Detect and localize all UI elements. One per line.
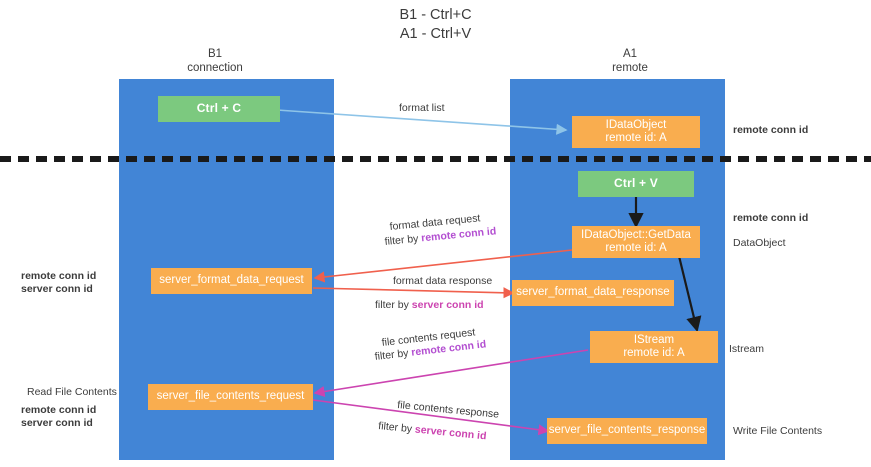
annotation-right-dataobject: DataObject	[733, 237, 786, 249]
box-ctrl-v-label: Ctrl + V	[614, 176, 658, 191]
diagram-title: B1 - Ctrl+C A1 - Ctrl+V	[0, 6, 871, 44]
box-server-file-contents-request[interactable]: server_file_contents_request	[148, 384, 313, 410]
box-server-file-contents-response-label: server_file_contents_response	[548, 424, 706, 437]
box-idataobject-getdata[interactable]: IDataObject::GetData remote id: A	[572, 226, 700, 258]
box-istream[interactable]: IStream remote id: A	[590, 331, 718, 363]
box-ctrl-c-label: Ctrl + C	[196, 101, 242, 116]
box-istream-remote-id: remote id: A	[623, 347, 685, 359]
phase-divider	[0, 156, 871, 162]
filter-prefix: filter by	[375, 299, 412, 311]
annotation-right-istream: Istream	[729, 343, 765, 355]
box-server-file-contents-request-label: server_file_contents_request	[156, 390, 305, 403]
box-idataobject[interactable]: IDataObject remote id: A	[572, 116, 700, 148]
box-idataobject-label: IDataObject	[605, 118, 667, 131]
box-ctrl-v[interactable]: Ctrl + V	[578, 171, 694, 197]
lane-header-b1-name: B1	[207, 48, 223, 60]
annotation-right-remote-conn-id-mid: remote conn id	[733, 212, 809, 224]
box-ctrl-c[interactable]: Ctrl + C	[158, 96, 280, 122]
lane-header-a1-name: A1	[622, 48, 638, 60]
edge-label-format-data-response-filter: filter by server conn id	[375, 298, 484, 312]
lane-header-b1: B1 connection	[145, 48, 285, 75]
diagram-title-line-1: B1 - Ctrl+C	[399, 7, 472, 23]
annotation-left-read-file-contents: Read File Contents	[27, 386, 117, 398]
annotation-left-server-conn-id-bottom: server conn id	[21, 417, 93, 429]
lane-header-a1: A1 remote	[560, 48, 700, 75]
filter-key-server-conn-id: server conn id	[411, 299, 484, 311]
box-server-format-data-request-label: server_format_data_request	[159, 274, 304, 287]
box-server-format-data-response-label: server_format_data_response	[516, 286, 670, 299]
annotation-left-remote-conn-id-bottom: remote conn id	[21, 404, 97, 416]
edge-label-format-list: format list	[399, 102, 445, 114]
annotation-left-server-conn-id-mid: server conn id	[21, 283, 93, 295]
lane-header-a1-role: remote	[612, 61, 648, 74]
box-idataobject-getdata-label: IDataObject::GetData	[581, 228, 691, 241]
box-server-file-contents-response[interactable]: server_file_contents_response	[547, 418, 707, 444]
diagram-title-line-2: A1 - Ctrl+V	[399, 26, 472, 42]
box-server-format-data-response[interactable]: server_format_data_response	[512, 280, 674, 306]
filter-prefix: filter by	[384, 232, 422, 248]
edge-label-format-data-response: format data response	[393, 275, 493, 287]
box-idataobject-getdata-remote-id: remote id: A	[605, 242, 667, 254]
box-server-format-data-request[interactable]: server_format_data_request	[151, 268, 312, 294]
lane-header-b1-role: connection	[187, 61, 243, 74]
annotation-right-write-file-contents: Write File Contents	[733, 425, 823, 437]
filter-prefix: filter by	[377, 419, 416, 436]
box-idataobject-remote-id: remote id: A	[605, 132, 667, 144]
annotation-left-remote-conn-id-mid: remote conn id	[21, 270, 97, 282]
annotation-right-remote-conn-id-top: remote conn id	[733, 124, 809, 136]
box-istream-label: IStream	[633, 333, 675, 346]
